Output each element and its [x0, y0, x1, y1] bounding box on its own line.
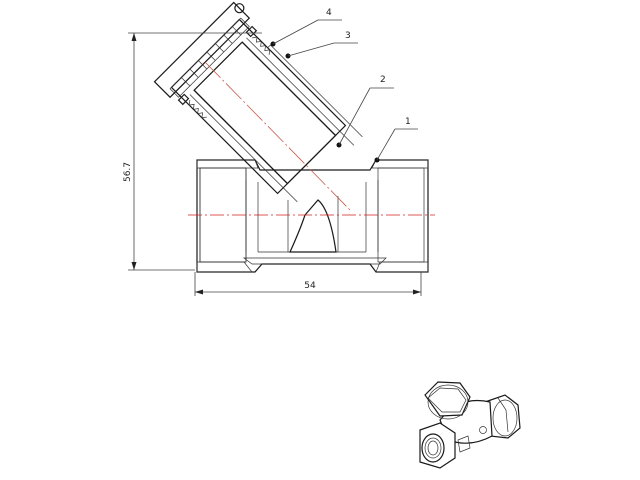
callout-3: 3	[285, 31, 358, 59]
svg-text:1: 1	[405, 117, 411, 127]
centerlines	[188, 61, 435, 216]
callout-4: 4	[270, 8, 342, 47]
svg-text:4: 4	[326, 8, 332, 18]
dimension-width: 54	[194, 272, 422, 296]
callout-2: 2	[336, 75, 394, 148]
strainer-body	[196, 159, 429, 273]
isometric-view	[419, 381, 521, 469]
svg-text:2: 2	[380, 75, 386, 85]
svg-text:3: 3	[345, 31, 351, 41]
strainer-leg	[153, 1, 363, 203]
callout-1: 1	[374, 117, 418, 163]
dimension-height: 56.7	[123, 32, 262, 271]
width-dimension-label: 54	[304, 281, 316, 291]
height-dimension-label: 56.7	[123, 162, 133, 182]
